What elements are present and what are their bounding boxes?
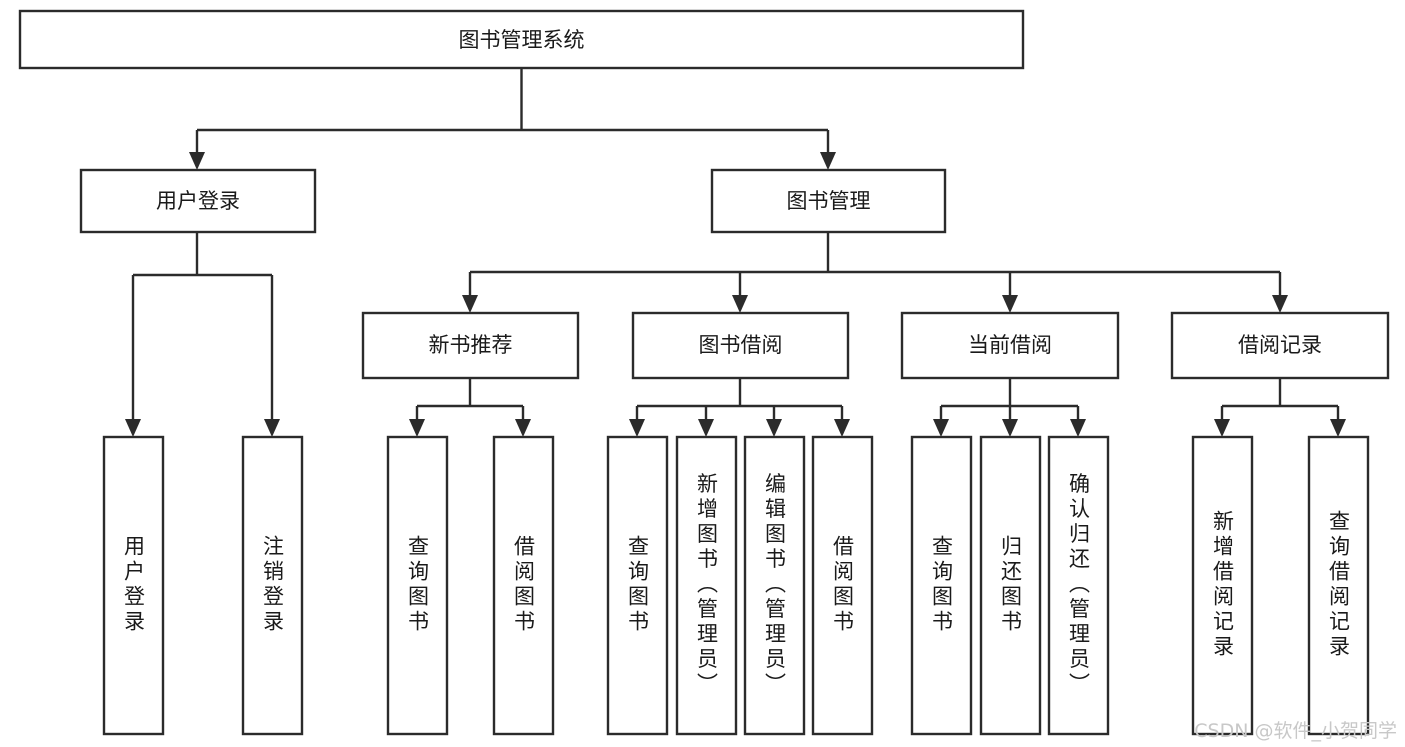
arrow-head-icon [515,419,531,437]
node-leaf-add-book-label: 新增图书（管理员） [695,473,719,698]
csdn-watermark: CSDN @软件_小贺同学 [1194,720,1397,742]
node-current-borrow[interactable]: 当前借阅 [900,311,1120,380]
node-root-label: 图书管理系统 [459,28,585,52]
node-leaf-edit-book[interactable]: 编辑图书（管理员） [743,435,806,736]
arrow-head-icon [1002,419,1018,437]
node-new-book-rec[interactable]: 新书推荐 [361,311,580,380]
node-leaf-add-record[interactable]: 新增借阅记录 [1191,435,1254,736]
node-leaf-query-book-3-box[interactable] [910,435,973,736]
node-leaf-confirm-return-label: 确认归还（管理员） [1067,473,1091,698]
node-borrow-record-box[interactable] [1170,311,1390,380]
node-leaf-query-book-3[interactable]: 查询图书 [910,435,973,736]
arrow-head-icon [629,419,645,437]
node-current-borrow-label: 当前借阅 [968,333,1052,357]
node-leaf-confirm-return-box[interactable] [1047,435,1110,736]
node-leaf-logout-label: 注销登录 [261,535,285,635]
node-user-login-box[interactable] [79,168,317,234]
arrow-head-icon [1330,419,1346,437]
node-leaf-query-record-box[interactable] [1307,435,1370,736]
node-leaf-borrow-book-1[interactable]: 借阅图书 [492,435,555,736]
node-new-book-rec-label: 新书推荐 [429,333,513,357]
node-book-borrow-box[interactable] [631,311,850,380]
node-leaf-query-record-label: 查询借阅记录 [1327,510,1351,660]
node-leaf-confirm-return[interactable]: 确认归还（管理员） [1047,435,1110,736]
node-leaf-edit-book-box[interactable] [743,435,806,736]
node-book-borrow-label: 图书借阅 [699,333,783,357]
arrow-head-icon [189,152,205,170]
arrow-head-icon [409,419,425,437]
node-leaf-add-record-label: 新增借阅记录 [1211,510,1235,660]
arrow-head-icon [1002,295,1018,313]
node-book-borrow[interactable]: 图书借阅 [631,311,850,380]
node-leaf-borrow-book-2-label: 借阅图书 [831,535,855,635]
node-root-box[interactable] [18,9,1025,70]
node-leaf-user-login-box[interactable] [102,435,165,736]
node-leaf-query-book-2[interactable]: 查询图书 [606,435,669,736]
node-user-login-label: 用户登录 [156,189,240,213]
node-book-manage-label: 图书管理 [787,189,871,213]
node-borrow-record[interactable]: 借阅记录 [1170,311,1390,380]
node-leaf-edit-book-label: 编辑图书（管理员） [763,473,787,698]
arrow-head-icon [834,419,850,437]
node-leaf-query-book-1-label: 查询图书 [406,535,430,635]
arrow-head-icon [933,419,949,437]
node-leaf-borrow-book-1-label: 借阅图书 [512,535,536,635]
node-leaf-user-login-label: 用户登录 [122,535,146,635]
node-user-login[interactable]: 用户登录 [79,168,317,234]
node-leaf-query-book-1-box[interactable] [386,435,449,736]
node-leaf-return-book[interactable]: 归还图书 [979,435,1042,736]
arrow-head-icon [1214,419,1230,437]
arrow-head-icon [1272,295,1288,313]
node-new-book-rec-box[interactable] [361,311,580,380]
node-book-manage[interactable]: 图书管理 [710,168,947,234]
arrow-head-icon [820,152,836,170]
node-current-borrow-box[interactable] [900,311,1120,380]
arrow-head-icon [1070,419,1086,437]
arrow-head-icon [462,295,478,313]
arrow-head-icon [125,419,141,437]
node-leaf-add-record-box[interactable] [1191,435,1254,736]
arrow-head-icon [698,419,714,437]
node-leaf-logout[interactable]: 注销登录 [241,435,304,736]
node-leaf-query-book-3-label: 查询图书 [930,535,954,635]
arrow-head-icon [766,419,782,437]
node-borrow-record-label: 借阅记录 [1238,333,1322,357]
node-leaf-borrow-book-1-box[interactable] [492,435,555,736]
node-leaf-borrow-book-2-box[interactable] [811,435,874,736]
node-leaf-user-login[interactable]: 用户登录 [102,435,165,736]
node-leaf-add-book-box[interactable] [675,435,738,736]
arrow-head-icon [264,419,280,437]
node-leaf-query-book-1[interactable]: 查询图书 [386,435,449,736]
node-leaf-borrow-book-2[interactable]: 借阅图书 [811,435,874,736]
node-book-manage-box[interactable] [710,168,947,234]
connector-layer [125,68,1346,437]
node-leaf-add-book[interactable]: 新增图书（管理员） [675,435,738,736]
node-root[interactable]: 图书管理系统 [18,9,1025,70]
node-leaf-query-book-2-label: 查询图书 [626,535,650,635]
arrow-head-icon [732,295,748,313]
node-leaf-query-book-2-box[interactable] [606,435,669,736]
node-leaf-logout-box[interactable] [241,435,304,736]
node-leaf-query-record[interactable]: 查询借阅记录 [1307,435,1370,736]
node-leaf-return-book-box[interactable] [979,435,1042,736]
node-leaf-return-book-label: 归还图书 [999,535,1023,635]
